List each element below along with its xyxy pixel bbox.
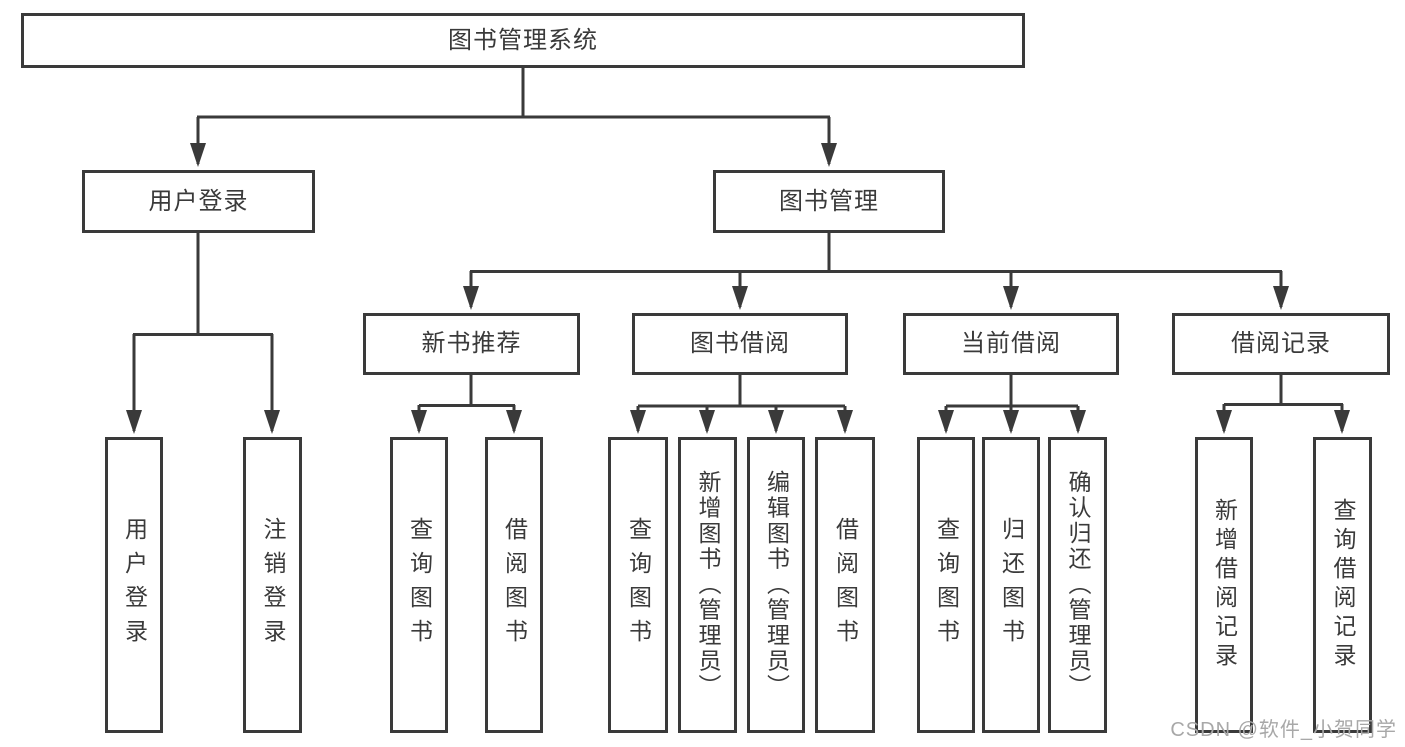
leaf-return-books-label: 归还图书 — [998, 517, 1025, 653]
node-user-login-label: 用户登录 — [148, 187, 249, 215]
node-new-book-recommendation: 新书推荐 — [363, 313, 580, 375]
node-new-book-recommendation-label: 新书推荐 — [421, 330, 522, 357]
leaf-confirm-return-admin-label: 确认归还（管理员） — [1065, 470, 1091, 700]
leaf-add-borrow-record-label: 新增借阅记录 — [1211, 498, 1238, 672]
leaf-logout: 注销登录 — [243, 437, 302, 733]
node-current-borrowing: 当前借阅 — [903, 313, 1119, 375]
node-book-management: 图书管理 — [713, 170, 945, 233]
leaf-query-borrow-record: 查询借阅记录 — [1313, 437, 1372, 733]
node-book-management-label: 图书管理 — [779, 187, 879, 215]
node-book-borrowing: 图书借阅 — [632, 313, 848, 375]
node-borrowing-records: 借阅记录 — [1172, 313, 1390, 375]
leaf-borrow-books: 借阅图书 — [815, 437, 875, 733]
node-borrowing-records-label: 借阅记录 — [1231, 330, 1331, 357]
leaf-add-books-admin: 新增图书（管理员） — [678, 437, 737, 733]
node-root: 图书管理系统 — [21, 13, 1025, 68]
leaf-return-books: 归还图书 — [982, 437, 1040, 733]
leaf-user-login: 用户登录 — [105, 437, 163, 733]
leaf-query-books-borrowing: 查询图书 — [608, 437, 668, 733]
leaf-query-books-borrowing-label: 查询图书 — [625, 517, 652, 653]
leaf-confirm-return-admin: 确认归还（管理员） — [1048, 437, 1107, 733]
leaf-edit-books-admin-label: 编辑图书（管理员） — [763, 470, 790, 700]
node-current-borrowing-label: 当前借阅 — [961, 330, 1061, 357]
leaf-user-login-label: 用户登录 — [121, 517, 148, 653]
leaf-query-books-recommend: 查询图书 — [390, 437, 448, 733]
leaf-borrow-books-recommend-label: 借阅图书 — [501, 517, 528, 653]
leaf-add-borrow-record: 新增借阅记录 — [1195, 437, 1253, 733]
leaf-edit-books-admin: 编辑图书（管理员） — [747, 437, 805, 733]
leaf-query-borrow-record-label: 查询借阅记录 — [1330, 498, 1356, 672]
leaf-borrow-books-recommend: 借阅图书 — [485, 437, 543, 733]
leaf-logout-label: 注销登录 — [260, 517, 286, 653]
leaf-query-books-current-label: 查询图书 — [933, 517, 960, 653]
node-user-login: 用户登录 — [82, 170, 315, 233]
node-book-borrowing-label: 图书借阅 — [690, 330, 790, 357]
watermark-text: CSDN @软件_小贺同学 — [1170, 719, 1397, 741]
leaf-borrow-books-label: 借阅图书 — [832, 517, 859, 653]
node-root-label: 图书管理系统 — [448, 26, 598, 54]
leaf-add-books-admin-label: 新增图书（管理员） — [695, 470, 721, 700]
leaf-query-books-recommend-label: 查询图书 — [406, 517, 433, 653]
leaf-query-books-current: 查询图书 — [917, 437, 975, 733]
